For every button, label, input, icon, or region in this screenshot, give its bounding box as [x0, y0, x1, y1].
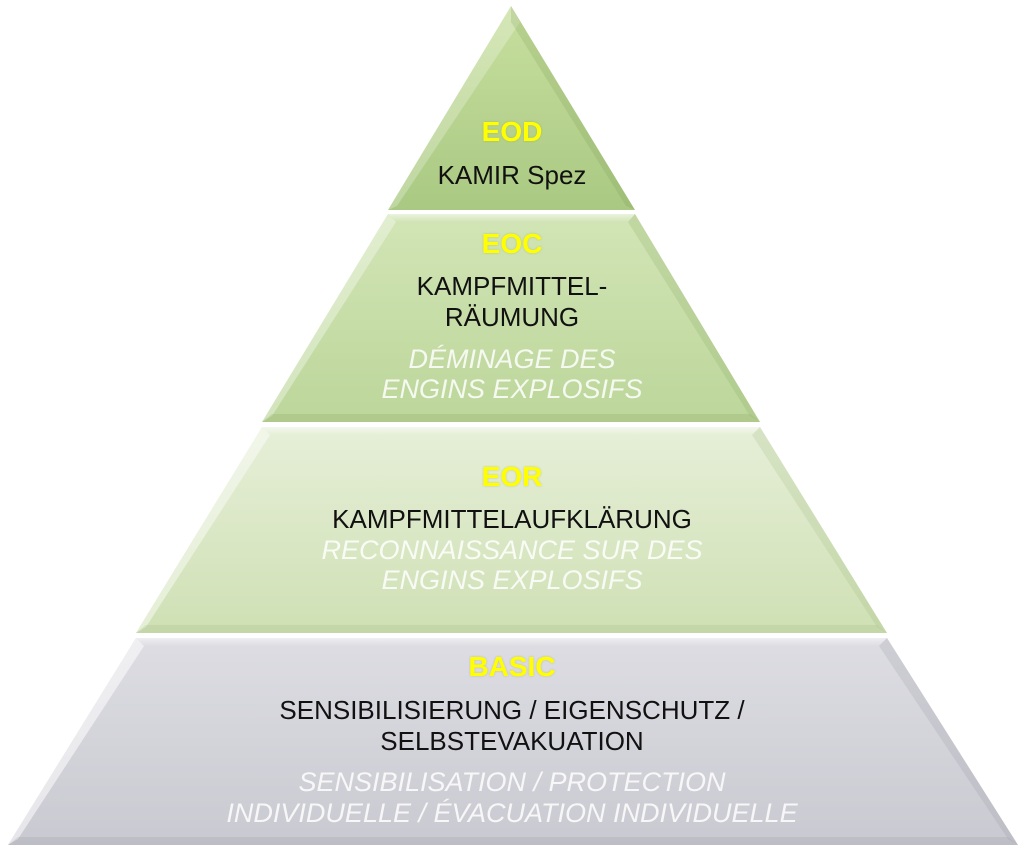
basic-french-line-2: INDIVIDUELLE / ÉVACUATION INDIVIDUELLE	[226, 798, 798, 828]
eoc-code: EOC	[481, 228, 543, 259]
eor-french-line-1: RECONNAISSANCE SUR DES	[321, 535, 703, 565]
eoc-german-line-1: KAMPFMITTEL-	[416, 271, 608, 301]
layer-eod	[388, 6, 635, 210]
layer-eoc	[262, 214, 760, 422]
eod-code: EOD	[481, 116, 543, 147]
basic-code: BASIC	[468, 651, 556, 682]
eor-code: EOR	[481, 461, 543, 492]
eoc-french-line-2: ENGINS EXPLOSIFS	[381, 374, 643, 404]
eor-german-label: KAMPFMITTELAUFKLÄRUNG	[332, 504, 692, 534]
basic-german-line-2: SELBSTEVAKUATION	[380, 726, 644, 756]
eoc-german-line-2: RÄUMUNG	[444, 302, 580, 332]
layer-eor	[136, 427, 887, 633]
basic-french-line-1: SENSIBILISATION / PROTECTION	[298, 767, 726, 797]
layer-basic	[8, 638, 1018, 845]
basic-german-line-1: SENSIBILISIERUNG / EIGENSCHUTZ /	[279, 695, 745, 725]
eor-french-line-2: ENGINS EXPLOSIFS	[381, 565, 643, 595]
eoc-french-line-1: DÉMINAGE DES	[408, 344, 616, 374]
eod-german-label: KAMIR Spez	[437, 160, 587, 190]
